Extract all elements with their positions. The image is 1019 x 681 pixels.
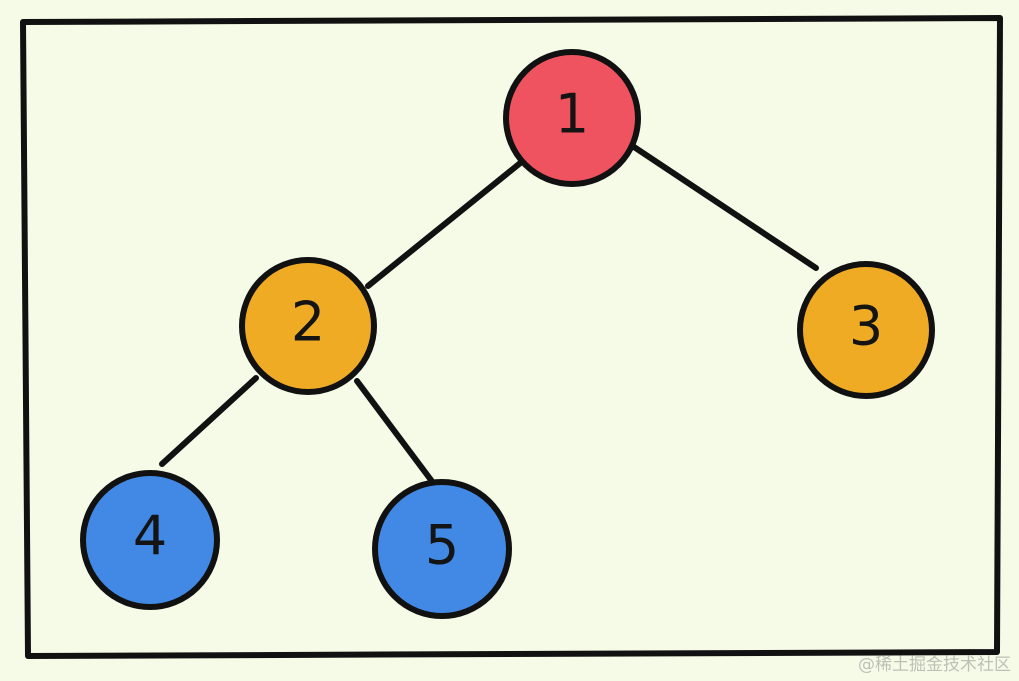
node-1-circle: [503, 49, 641, 187]
node-1-label: 1: [555, 83, 589, 146]
diagram-frame: [20, 15, 1003, 659]
node-2-circle: [239, 257, 377, 395]
node-4-label: 4: [133, 505, 167, 568]
edge-1-3: [628, 142, 819, 271]
node-4-circle: [80, 470, 220, 610]
node-5-label: 5: [425, 514, 459, 577]
edge-1-2: [365, 157, 527, 289]
node-2: 2: [239, 257, 377, 395]
node-4: 4: [80, 470, 220, 610]
edge-2-4: [159, 375, 259, 467]
edges: [159, 142, 819, 487]
node-5: 5: [372, 479, 512, 619]
node-3-circle: [797, 261, 935, 399]
watermark-text: @稀土掘金技术社区: [858, 655, 1011, 675]
edge-2-5: [354, 378, 437, 487]
node-3-label: 3: [849, 295, 883, 358]
node-1: 1: [503, 49, 641, 187]
node-2-label: 2: [291, 291, 325, 354]
node-5-circle: [372, 479, 512, 619]
node-3: 3: [797, 261, 935, 399]
